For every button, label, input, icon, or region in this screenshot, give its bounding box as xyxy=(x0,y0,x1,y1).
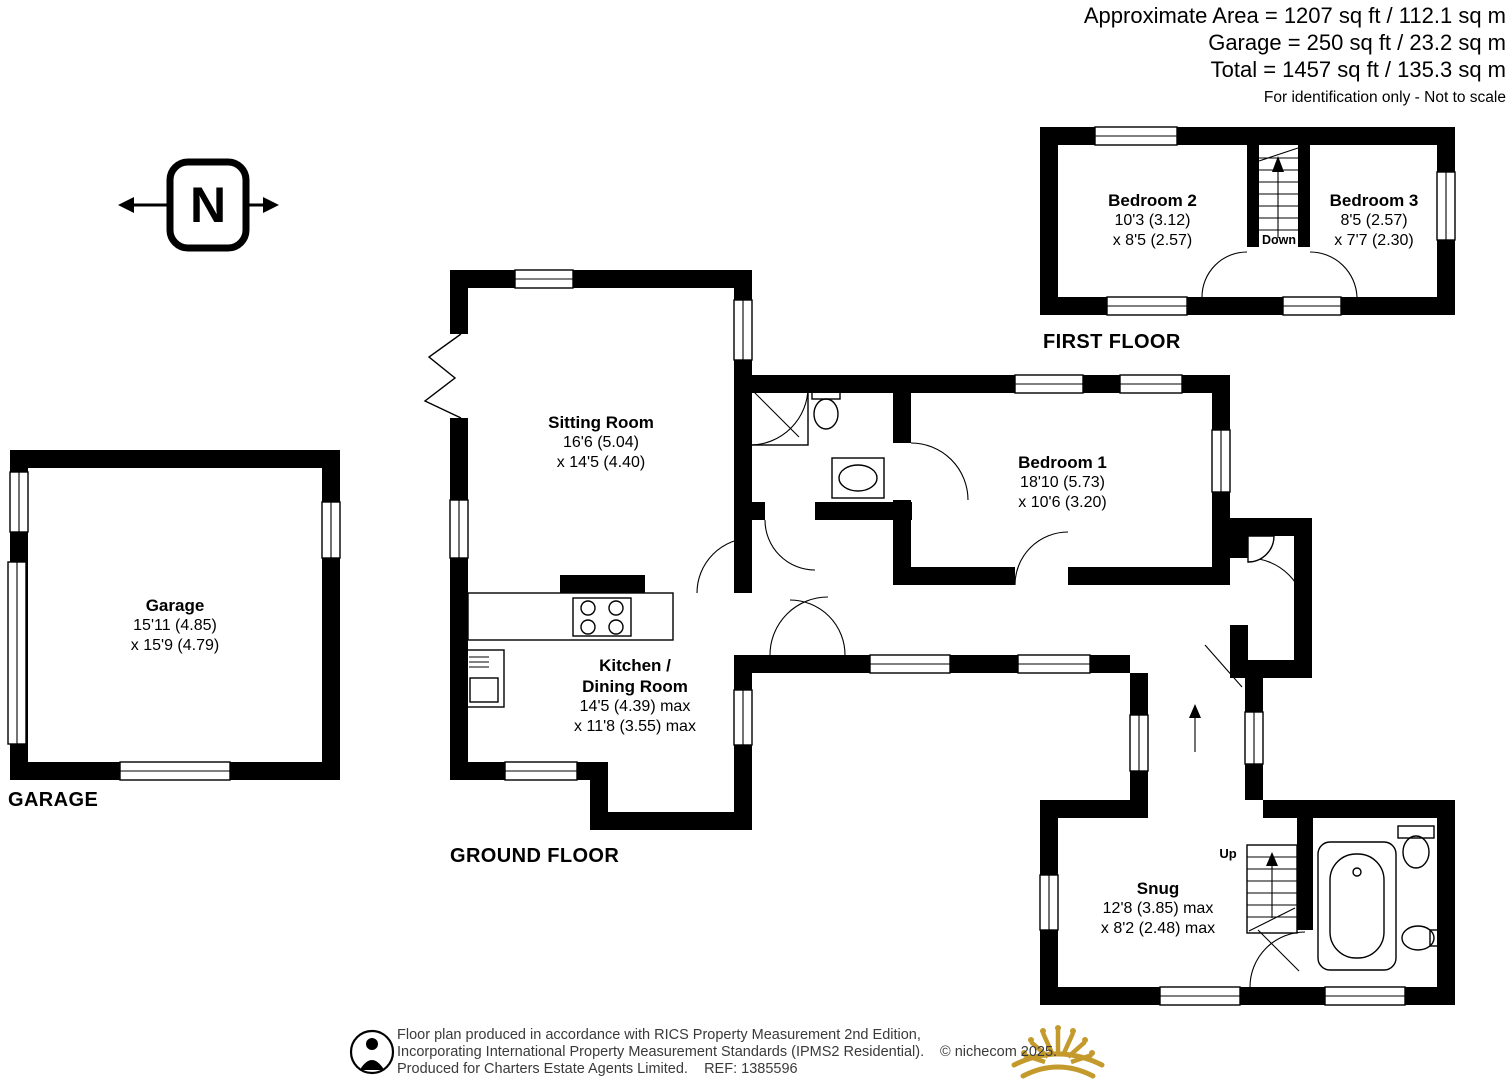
hall-door-arc-2 xyxy=(789,599,846,656)
room-label-bedroom3: Bedroom 3 8'5 (2.57) x 7'7 (2.30) xyxy=(1329,191,1419,249)
garage-windows xyxy=(9,471,341,781)
sink-icon xyxy=(1401,925,1439,951)
hob-icon xyxy=(572,597,632,637)
north-letter: N xyxy=(189,177,227,233)
garage-plan xyxy=(7,450,341,781)
bathroom-bedroom-door-arc xyxy=(910,442,969,501)
room-label-bedroom2: Bedroom 2 10'3 (3.12) x 8'5 (2.57) xyxy=(1108,191,1197,249)
entry-corridor xyxy=(1129,673,1264,800)
bathroom-door-arc xyxy=(764,519,816,571)
room-label-garage: Garage 15'11 (4.85) x 15'9 (4.79) xyxy=(130,596,220,654)
ground-floor-plan xyxy=(423,269,1455,1006)
bay-break-line xyxy=(423,333,462,419)
door-leaf-line xyxy=(1204,644,1243,688)
footer-line3: Produced for Charters Estate Agents Limi… xyxy=(397,1061,798,1077)
footer-copyright: © nichecom 2025. xyxy=(940,1044,1058,1060)
entry-arrow-icon xyxy=(1189,704,1201,718)
footer-line1: Floor plan produced in accordance with R… xyxy=(397,1027,921,1043)
snug-bath-door-arc xyxy=(1249,931,1306,988)
disclaimer-text: For identification only - Not to scale xyxy=(1263,89,1506,107)
toilet-icon xyxy=(811,386,841,430)
room-label-bedroom1: Bedroom 1 18'10 (5.73) x 10'6 (3.20) xyxy=(1018,453,1107,511)
stairs-down xyxy=(1258,147,1299,238)
ground-floor-label: GROUND FLOOR xyxy=(450,845,620,867)
stairs-down-label: Down xyxy=(1261,233,1297,247)
first-floor-windows xyxy=(1094,126,1456,316)
snug-block xyxy=(1039,800,1455,1006)
oven-icon xyxy=(463,649,505,708)
garage-area-text: Garage = 250 sq ft / 23.2 sq m xyxy=(1208,30,1506,56)
corner-sink-icon xyxy=(1247,535,1275,563)
footer-line2: Incorporating International Property Mea… xyxy=(397,1044,925,1060)
area-summary: Approximate Area = 1207 sq ft / 112.1 sq… xyxy=(1084,2,1506,107)
toilet-icon xyxy=(1397,825,1435,869)
approximate-area-text: Approximate Area = 1207 sq ft / 112.1 sq… xyxy=(1083,3,1506,28)
stairs-up xyxy=(1246,844,1298,934)
hall-door-arc-1 xyxy=(769,596,829,656)
person-icon xyxy=(349,1029,395,1075)
bedroom1-door-arc xyxy=(1014,531,1069,586)
room-label-kitchen-dining: Kitchen / Dining Room 14'5 (4.39) max x … xyxy=(574,656,696,735)
first-floor-label: FIRST FLOOR xyxy=(1043,331,1181,353)
garage-door xyxy=(7,561,27,745)
room-label-snug: Snug 12'8 (3.85) max x 8'2 (2.48) max xyxy=(1100,879,1216,937)
bathtub-icon xyxy=(1317,841,1397,971)
kitchen-counter xyxy=(467,592,674,641)
north-arrow-icon xyxy=(118,158,279,252)
shower-icon xyxy=(749,386,809,446)
total-area-text: Total = 1457 sq ft / 135.3 sq m xyxy=(1210,57,1506,83)
wc-block xyxy=(1204,518,1312,688)
garage-label: GARAGE xyxy=(8,789,99,811)
first-floor-plan xyxy=(1040,126,1456,316)
door-leaf-line xyxy=(1257,929,1300,972)
stairs-up-label: Up xyxy=(1219,846,1237,861)
crown-logo xyxy=(1011,1025,1105,1079)
sitting-room-door-arc xyxy=(696,537,753,594)
room-label-sitting-room: Sitting Room 16'6 (5.04) x 14'5 (4.40) xyxy=(548,413,654,471)
sink-icon xyxy=(831,457,885,499)
